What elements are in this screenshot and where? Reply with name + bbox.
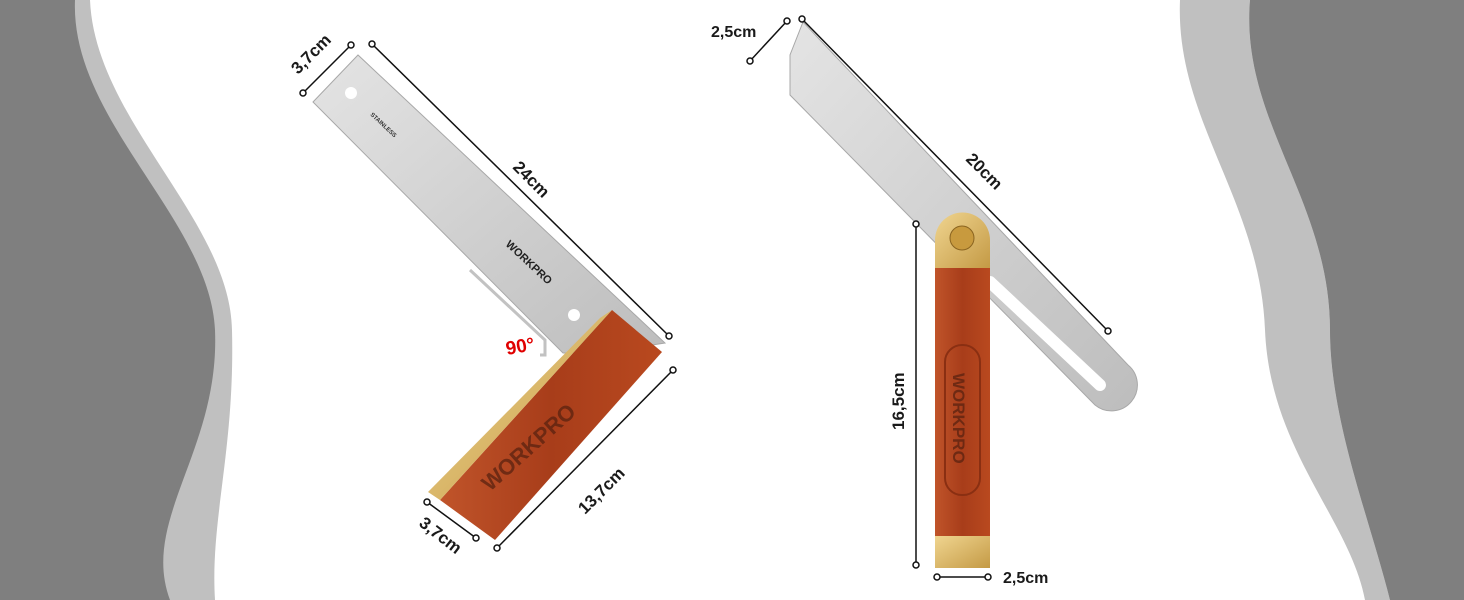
- sliding-bevel: WORKPRO 2,5cm 20cm 16,5cm 2,5cm: [711, 15, 1138, 587]
- background-dark-right: [1249, 0, 1464, 600]
- bevel-handle-groove: [944, 344, 981, 496]
- dimension-bevel-handle-width-label: 2,5cm: [1003, 570, 1048, 587]
- bevel-blade-slot: [984, 276, 1106, 391]
- dimension-bevel-handle-length-label: 16,5cm: [889, 372, 908, 430]
- dimension-bevel-blade-width: [746, 17, 791, 65]
- dimension-bevel-blade-length: [798, 15, 1112, 335]
- blade-hole-top: [345, 87, 357, 99]
- square-shadow: [468, 268, 547, 357]
- dimension-bevel-handle-width: [933, 573, 992, 581]
- bevel-lock-knob: [949, 225, 975, 251]
- square-handle-brass: [428, 310, 612, 500]
- bevel-handle-brand: WORKPRO: [949, 373, 968, 464]
- blade-hole-bottom: [568, 309, 580, 321]
- dimension-handle-width: [423, 498, 480, 542]
- dimension-handle-length: [493, 366, 677, 552]
- right-angle-label: 90°: [504, 334, 536, 360]
- background-band-right: [1179, 0, 1390, 600]
- dimension-bevel-handle-length: [912, 220, 920, 569]
- dimension-blade-length: [368, 40, 673, 340]
- square-handle: [440, 310, 662, 540]
- dimension-bevel-blade-width-label: 2,5cm: [711, 24, 756, 41]
- bevel-handle-brass-end: [935, 536, 990, 568]
- dimension-blade-width: [299, 41, 355, 97]
